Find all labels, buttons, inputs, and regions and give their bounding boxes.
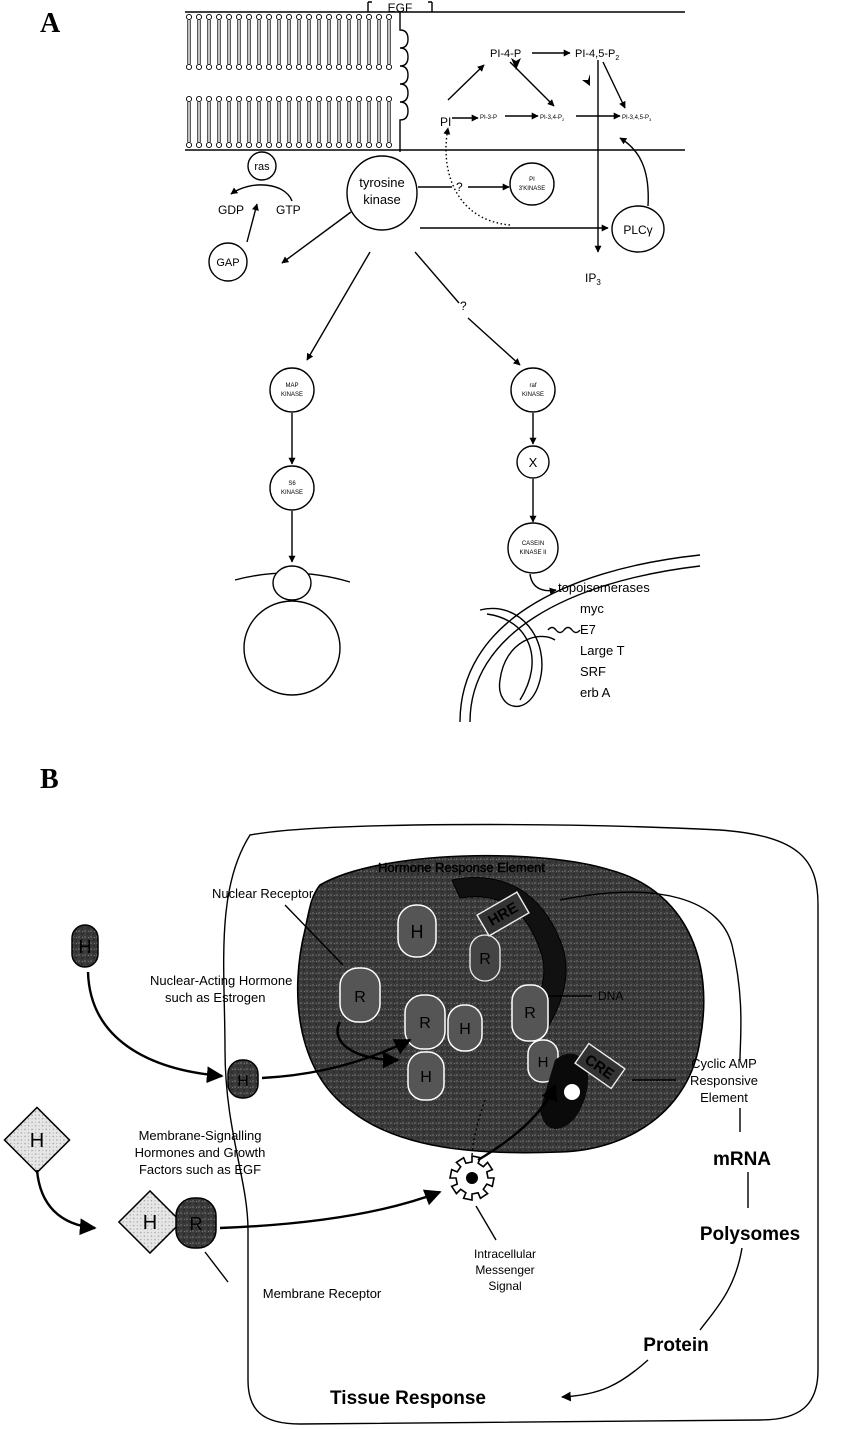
ims-label-1: Intracellular: [474, 1247, 536, 1261]
cell-membrane: [185, 12, 685, 150]
casein-target-item: topoisomerases: [558, 580, 650, 595]
messenger-dot: [466, 1172, 478, 1184]
gtp-label: GTP: [276, 203, 301, 217]
pi-kinase-label-1: PI: [529, 177, 535, 183]
ims-label-3: Signal: [488, 1279, 521, 1293]
free-hormone-h-label: H: [79, 937, 92, 957]
s6-label-1: S6: [288, 481, 296, 487]
raf-label-1: raf: [529, 383, 536, 389]
hr-h-label: H: [411, 922, 424, 942]
protein-label: Protein: [643, 1335, 708, 1356]
cytoplasmic-h-label: H: [237, 1073, 249, 1090]
ims-label-2: Messenger: [475, 1263, 534, 1277]
s6-label-2: KINASE: [281, 490, 303, 496]
casein-target-item: Large T: [580, 643, 625, 658]
raf-label-2: KINASE: [522, 392, 544, 398]
tyrosine-kinase-node: tyrosine kinase: [347, 156, 417, 230]
msh-label-3: Factors such as EGF: [139, 1162, 261, 1177]
ribosome: [235, 566, 350, 695]
chromatin: [480, 608, 580, 706]
pi45p2-label: PI-4,5-P2: [575, 48, 619, 62]
panel-b-label: B: [40, 764, 59, 795]
nuclear-receptor-label: Nuclear Receptor: [212, 886, 314, 901]
tyrosine-label: tyrosine: [359, 175, 405, 190]
map-label-2: KINASE: [281, 392, 303, 398]
casein-target-item: myc: [580, 601, 604, 616]
pi-kinase-label-2: 3'KINASE: [519, 186, 546, 192]
msh-label-2: Hormones and Growth: [135, 1145, 266, 1160]
dna-label: DNA: [598, 989, 623, 1003]
nah-label-2: such as Estrogen: [165, 990, 265, 1005]
polysomes-label: Polysomes: [700, 1224, 800, 1245]
r3-label: R: [419, 1015, 431, 1032]
pi3p-label: PI-3-P: [480, 115, 497, 121]
raf-kinase-cascade: ? raf KINASE X CASEIN KINASE II: [415, 252, 700, 722]
hormone-response-element-label-group: Hormone Response Element: [378, 860, 545, 875]
membrane-signalling-hormone: H Membrane-Signalling Hormones and Growt…: [4, 1107, 440, 1301]
gap-label: GAP: [216, 257, 239, 269]
cre-messenger-dot: [564, 1084, 580, 1100]
camp-label-1: Cyclic AMP: [691, 1056, 757, 1071]
r2-label: R: [354, 989, 366, 1006]
x-label: X: [529, 455, 538, 470]
msh-label-1: Membrane-Signalling: [139, 1128, 262, 1143]
peptide-h-label: H: [30, 1130, 44, 1152]
h-bound-1-label: H: [459, 1021, 471, 1038]
h-bound-3-label: H: [538, 1054, 549, 1071]
casein-target-item: SRF: [580, 664, 606, 679]
hre-label: Hormone Response Element: [378, 860, 545, 875]
ras-label: ras: [254, 161, 270, 173]
question-mark-2: ?: [460, 299, 467, 313]
r4-label: R: [524, 1005, 536, 1022]
h-bound-2-label: H: [420, 1069, 432, 1086]
casein-target-item: erb A: [580, 685, 611, 700]
pi345p3-label: PI-3,4,5-P3: [622, 115, 652, 122]
gdp-label: GDP: [218, 203, 244, 217]
membrane-receptor-label: Membrane Receptor: [263, 1286, 382, 1301]
casein-label-1: CASEIN: [522, 541, 544, 547]
tissue-response-label: Tissue Response: [330, 1388, 486, 1409]
ras-cycle: ras GDP GTP GAP: [209, 152, 301, 281]
kinase-label: kinase: [363, 192, 401, 207]
plc-label: PLCγ: [623, 223, 652, 237]
r1-label: R: [479, 951, 491, 968]
pi4p-label: PI-4-P: [490, 48, 521, 60]
map-kinase-cascade: MAP KINASE S6 KINASE: [270, 212, 370, 562]
membrane-r-label: R: [190, 1214, 203, 1234]
pi-label: PI: [440, 115, 451, 129]
pi3-kinase-node: ? PI 3'KINASE: [418, 163, 554, 205]
nah-label-1: Nuclear-Acting Hormone: [150, 973, 292, 988]
casein-target-item: E7: [580, 622, 596, 637]
panel-a-label: A: [40, 8, 61, 39]
question-mark-1: ?: [456, 180, 463, 194]
camp-label-2: Responsive: [690, 1073, 758, 1088]
bound-h-label: H: [143, 1212, 157, 1234]
map-label-1: MAP: [285, 383, 298, 389]
casein-label-2: KINASE II: [519, 550, 546, 556]
pi34p2-label: PI-3,4-P2: [540, 115, 565, 122]
mrna-label: mRNA: [713, 1149, 771, 1170]
ip3-label: IP3: [585, 271, 601, 287]
camp-label-3: Element: [700, 1090, 748, 1105]
